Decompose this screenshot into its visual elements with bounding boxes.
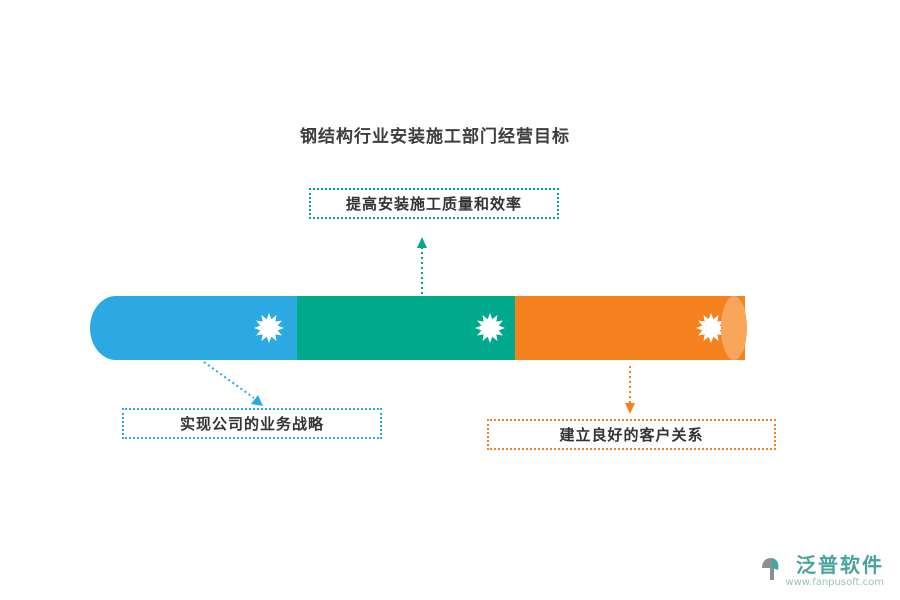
cylinder-end-cap	[721, 296, 747, 360]
star-icon	[695, 312, 727, 344]
label-quality-efficiency-text: 提高安装施工质量和效率	[345, 195, 522, 213]
arrow-down-orange	[625, 366, 635, 414]
label-customer-relations-text: 建立良好的客户关系	[559, 426, 704, 444]
star-icon	[253, 312, 285, 344]
segment-customer-relations	[515, 296, 747, 360]
arrow-down-blue	[203, 361, 263, 406]
arrow-up-teal	[417, 237, 427, 294]
brand-website: www.fanpusoft.com	[785, 577, 884, 588]
brand-name: 泛普软件	[796, 553, 884, 577]
star-icon	[474, 312, 506, 344]
process-bar	[90, 296, 747, 360]
fanpu-logo-text: 泛普软件 www.fanpusoft.com	[785, 554, 884, 588]
segment-quality-efficiency	[297, 296, 515, 360]
segment-business-strategy	[90, 296, 297, 360]
label-business-strategy: 实现公司的业务战略	[122, 408, 382, 439]
label-business-strategy-text: 实现公司的业务战略	[179, 415, 324, 433]
diagram-title: 钢结构行业安装施工部门经营目标	[300, 127, 570, 147]
label-customer-relations: 建立良好的客户关系	[487, 419, 776, 450]
fanpu-logo-icon	[760, 556, 780, 586]
fanpu-logo: 泛普软件 www.fanpusoft.com	[760, 554, 884, 588]
label-quality-efficiency: 提高安装施工质量和效率	[309, 188, 559, 219]
